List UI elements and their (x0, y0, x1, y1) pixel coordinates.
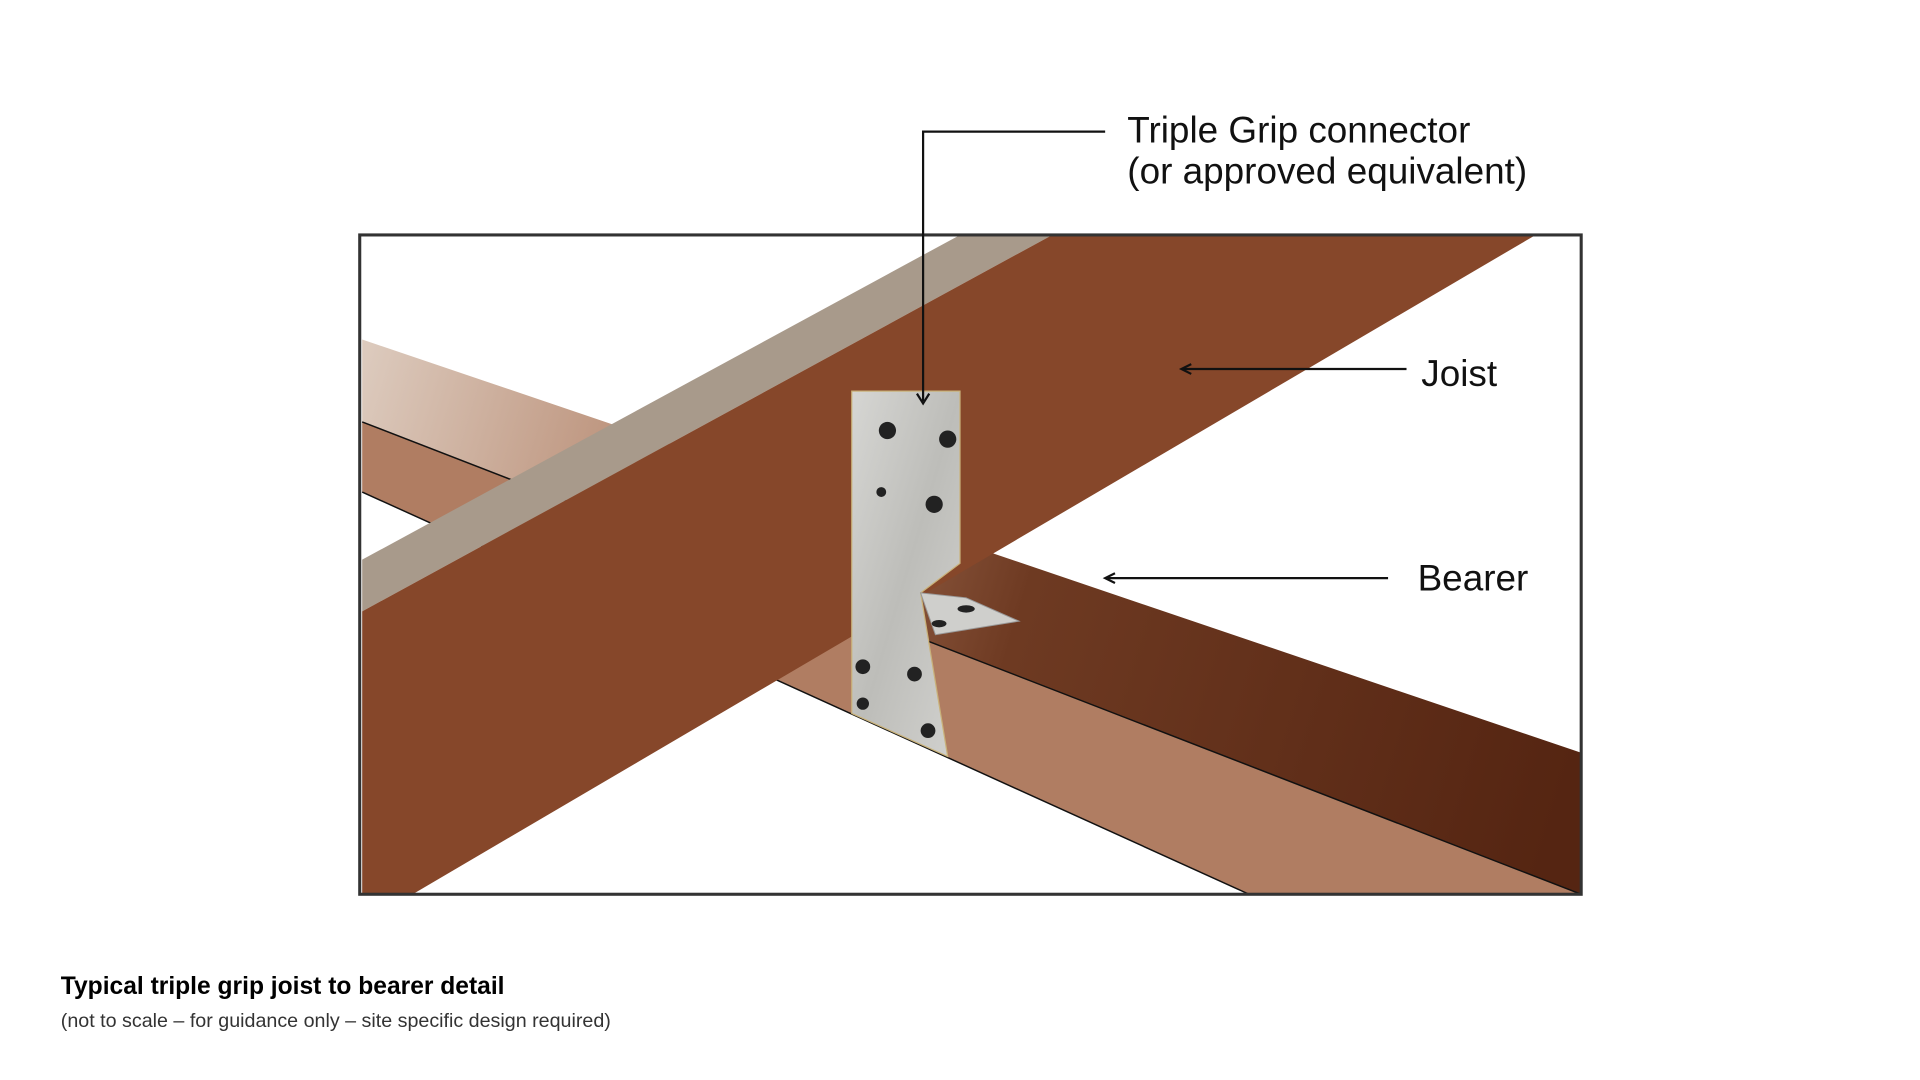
connector-label-line2: (or approved equivalent) (1127, 150, 1527, 191)
joist-arrowhead (1178, 363, 1192, 375)
triple-grip-connector (851, 390, 1021, 758)
connector-label-line1: Triple Grip connector (1127, 110, 1470, 151)
leader-lines (916, 130, 1407, 585)
joist-label: Joist (1421, 353, 1497, 394)
caption-title: Typical triple grip joist to bearer deta… (61, 973, 505, 1000)
bearer-label: Bearer (1418, 557, 1529, 598)
connector-leader (921, 130, 1106, 402)
caption-subtitle: (not to scale – for guidance only – site… (61, 1010, 611, 1032)
detail-frame (358, 233, 1583, 896)
nail-holes (855, 421, 975, 739)
connector-arrowhead (916, 393, 931, 406)
bearer-arrowhead (1102, 572, 1116, 585)
